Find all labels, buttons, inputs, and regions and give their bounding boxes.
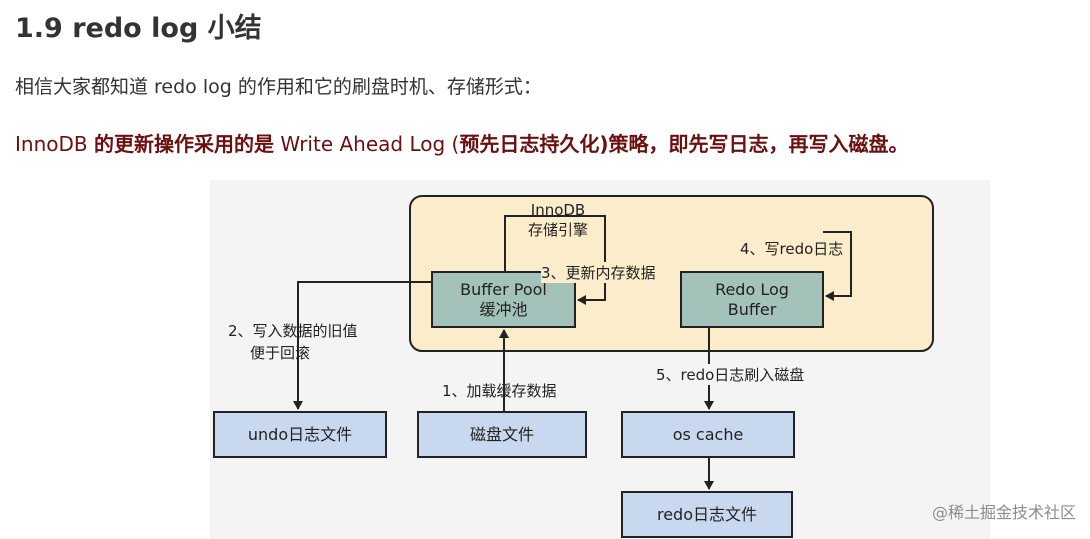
- emphasis-part-2: 的更新操作采用的是: [93, 132, 274, 156]
- disk-file-label: 磁盘文件: [469, 424, 534, 444]
- step-3-label: 3、更新内存数据: [541, 262, 656, 283]
- step-5-label: 5、redo日志刷入磁盘: [656, 364, 805, 385]
- redo-log-buffer-box: [680, 271, 824, 328]
- emphasis-part-4: 预先日志持久化: [459, 132, 600, 156]
- redo-file-box: [621, 491, 793, 538]
- buffer-pool-line1: Buffer Pool: [460, 279, 547, 299]
- step-4-label: 4、写redo日志: [740, 240, 844, 258]
- redo-buffer-line2: Buffer: [727, 299, 777, 319]
- emphasis-part-3: Write Ahead Log (: [273, 132, 460, 156]
- undo-file-box: [213, 411, 387, 458]
- redo-buffer-label: Redo Log Buffer: [681, 272, 823, 327]
- buffer-pool-line2: 缓冲池: [479, 299, 528, 319]
- emphasis-part-1: InnoDB: [15, 132, 94, 156]
- step-1-label: 1、加载缓存数据: [442, 382, 557, 400]
- section-title: 1.9 redo log 小结: [15, 13, 262, 44]
- arrow-update-memory: [504, 215, 606, 305]
- disk-file-box: [417, 411, 587, 458]
- engine-label-line1: InnoDB: [530, 201, 586, 219]
- step-2-label: 2、写入数据的旧值 便于回滚: [228, 320, 358, 364]
- emphasis-part-5: )策略，即先写日志，再写入磁盘。: [599, 132, 909, 156]
- arrow-write-redo: [823, 231, 852, 301]
- arrow-write-undo: [293, 281, 432, 410]
- intro-paragraph: 相信大家都知道 redo log 的作用和它的刷盘时机、存储形式：: [15, 76, 542, 98]
- step-2-line2: 便于回滚: [250, 344, 311, 362]
- watermark: @稀土掘金技术社区: [931, 503, 1076, 522]
- emphasis-paragraph: InnoDB 的更新操作采用的是 Write Ahead Log (预先日志持久…: [15, 128, 908, 157]
- redo-buffer-line1: Redo Log: [715, 279, 789, 299]
- redo-file-label: redo日志文件: [656, 504, 758, 524]
- os-cache-label: os cache: [672, 424, 744, 444]
- engine-label: InnoDB 存储引擎: [528, 200, 588, 240]
- step-2-line1: 2、写入数据的旧值: [228, 322, 358, 340]
- undo-file-label: undo日志文件: [247, 424, 353, 444]
- redo-log-diagram: InnoDB 存储引擎 Buffer Pool 缓冲池 Redo Log Buf…: [210, 180, 990, 539]
- buffer-pool-label: Buffer Pool 缓冲池: [432, 272, 575, 327]
- engine-label-line2: 存储引擎: [528, 221, 589, 239]
